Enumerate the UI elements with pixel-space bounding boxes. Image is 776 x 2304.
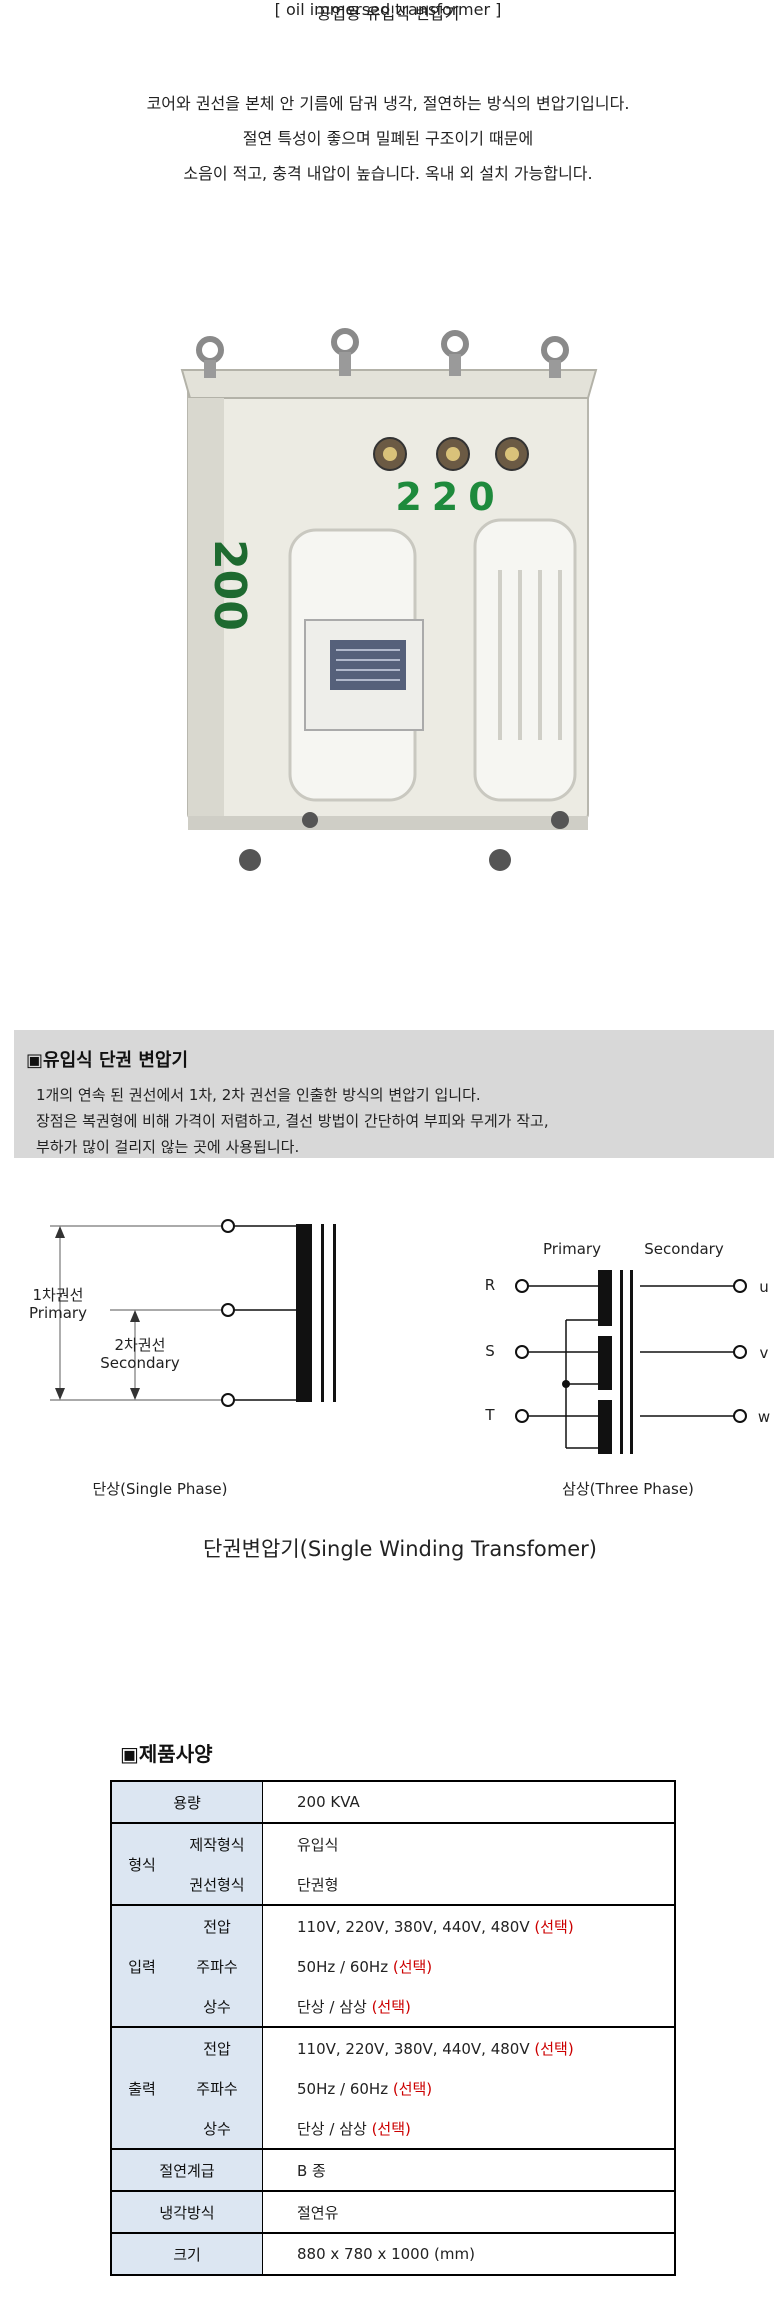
three-phase-caption: 삼상(Three Phase): [562, 1480, 694, 1498]
output-w: w: [758, 1408, 770, 1426]
output-voltage-label: 전압: [172, 2027, 263, 2068]
side-number: 200: [204, 539, 255, 631]
single-winding-heading: ▣유입식 단권 변압기: [26, 1050, 189, 1071]
input-voltage-label: 전압: [172, 1905, 263, 1946]
spec-title: ▣제품사양: [120, 1742, 213, 1766]
output-v: v: [760, 1344, 769, 1362]
size-value: 880 x 780 x 1000 (mm): [262, 2233, 676, 2276]
option-tag: (선택): [371, 2119, 411, 2138]
output-freq-value: 50Hz / 60Hz (선택): [262, 2068, 676, 2108]
three-phase-secondary-label: Secondary: [644, 1240, 724, 1258]
capacity-label: 용량: [110, 1780, 263, 1824]
insulation-label: 절연계급: [110, 2149, 263, 2192]
single-phase-diagram: [50, 1225, 222, 1401]
primary-label-ko: 1차권선: [33, 1286, 84, 1304]
transformer-product-image: 220 200: [180, 328, 598, 871]
diagram-main-caption: 단권변압기(Single Winding Transfomer): [203, 1537, 597, 1561]
input-freq-label: 주파수: [172, 1946, 263, 1986]
cooling-label: 냉각방식: [110, 2191, 263, 2234]
intro-line-3: 소음이 적고, 충격 내압이 높습니다. 옥내 외 설치 가능합니다.: [183, 164, 593, 183]
output-u: u: [759, 1278, 769, 1296]
winding-label: 권선형식: [172, 1864, 263, 1906]
winding-value: 단권형: [262, 1864, 676, 1906]
page-subtitle: [ oil immersed transformer ]: [274, 0, 502, 19]
input-r: R: [485, 1276, 495, 1294]
front-number: 220: [395, 475, 504, 519]
input-freq-value: 50Hz / 60Hz (선택): [262, 1946, 676, 1986]
option-tag: (선택): [534, 2039, 574, 2058]
input-s: S: [485, 1342, 495, 1360]
single-winding-line-2: 장점은 복권형에 비해 가격이 저렴하고, 결선 방법이 간단하여 부피와 무게…: [36, 1112, 549, 1130]
intro-line-1: 코어와 권선을 본체 안 기름에 담궈 냉각, 절연하는 방식의 변압기입니다.: [146, 94, 630, 113]
insulation-value: B 종: [262, 2149, 676, 2192]
make-value: 유입식: [262, 1823, 676, 1864]
output-voltage-value: 110V, 220V, 380V, 440V, 480V (선택): [262, 2027, 676, 2068]
option-tag: (선택): [392, 2079, 433, 2098]
input-label: 입력: [110, 1905, 172, 2028]
three-phase-primary-label: Primary: [543, 1240, 601, 1258]
option-tag: (선택): [371, 1997, 411, 2016]
spec-table: 용량 200 KVA 형식 제작형식 유입식 권선형식 단권형 입력 전압 11…: [110, 1780, 676, 2276]
output-label: 출력: [110, 2027, 172, 2150]
secondary-label-ko: 2차권선: [115, 1336, 166, 1354]
single-winding-line-3: 부하가 많이 걸리지 않는 곳에 사용됩니다.: [36, 1138, 300, 1156]
option-tag: (선택): [392, 1957, 433, 1976]
page-title: 공업용 유입식 변압기: [316, 4, 460, 23]
make-label: 제작형식: [172, 1823, 263, 1864]
output-phase-label: 상수: [172, 2108, 263, 2150]
input-phase-value: 단상 / 삼상 (선택): [262, 1986, 676, 2028]
type-label: 형식: [110, 1823, 172, 1906]
size-label: 크기: [110, 2233, 263, 2276]
intro-line-2: 절연 특성이 좋으며 밀폐된 구조이기 때문에: [242, 129, 534, 148]
output-freq-label: 주파수: [172, 2068, 263, 2108]
output-phase-value: 단상 / 삼상 (선택): [262, 2108, 676, 2150]
single-winding-line-1: 1개의 연속 된 권선에서 1차, 2차 권선을 인출한 방식의 변압기 입니다…: [36, 1086, 481, 1104]
input-t: T: [484, 1406, 495, 1424]
single-phase-caption: 단상(Single Phase): [93, 1480, 228, 1498]
winding-diagram: 1차권선 Primary 2차권선 Secondary 단상(Single Ph…: [29, 1219, 770, 1561]
single-winding-description: ▣유입식 단권 변압기 1개의 연속 된 권선에서 1차, 2차 권선을 인출한…: [14, 1030, 774, 1158]
cooling-value: 절연유: [262, 2191, 676, 2234]
option-tag: (선택): [534, 1917, 574, 1936]
secondary-label-en: Secondary: [100, 1354, 180, 1372]
capacity-value: 200 KVA: [262, 1780, 676, 1824]
primary-label-en: Primary: [29, 1304, 87, 1322]
input-voltage-value: 110V, 220V, 380V, 440V, 480V (선택): [262, 1905, 676, 1946]
input-phase-label: 상수: [172, 1986, 263, 2028]
